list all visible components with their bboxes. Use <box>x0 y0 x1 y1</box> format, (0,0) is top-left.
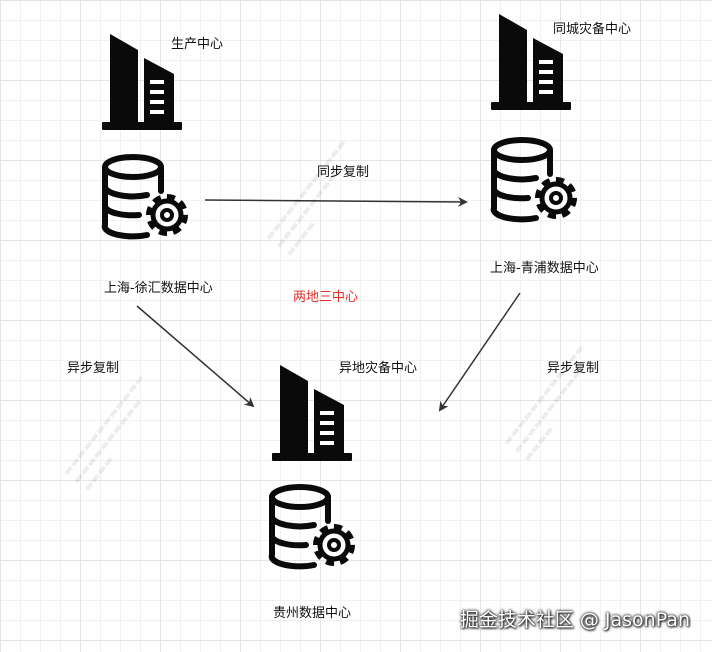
remote-building-icon <box>272 365 352 461</box>
async-replication-label-right: 异步复制 <box>547 361 600 376</box>
production-building-icon <box>102 34 182 130</box>
production-building-caption: 生产中心 <box>171 37 224 52</box>
footer-watermark: 掘金技术社区 @ JasonPan <box>459 609 690 631</box>
same-city-building-caption: 同城灾备中心 <box>553 22 632 37</box>
sync-replication-label: 同步复制 <box>317 165 370 180</box>
async-replication-arrow-right <box>438 292 521 412</box>
production-db-caption: 上海-徐汇数据中心 <box>104 281 213 296</box>
remote-db-caption: 贵州数据中心 <box>273 606 352 621</box>
async-replication-label-left: 异步复制 <box>67 361 120 376</box>
production-database-icon <box>105 157 185 236</box>
remote-database-icon <box>272 487 352 566</box>
sync-replication-arrow <box>204 196 468 207</box>
same-city-db-caption: 上海-青浦数据中心 <box>490 261 599 276</box>
async-replication-arrow-left <box>136 305 255 408</box>
diagram-title: 两地三中心 <box>293 290 359 305</box>
same-city-database-icon <box>494 140 574 219</box>
remote-building-caption: 异地灾备中心 <box>339 361 418 376</box>
